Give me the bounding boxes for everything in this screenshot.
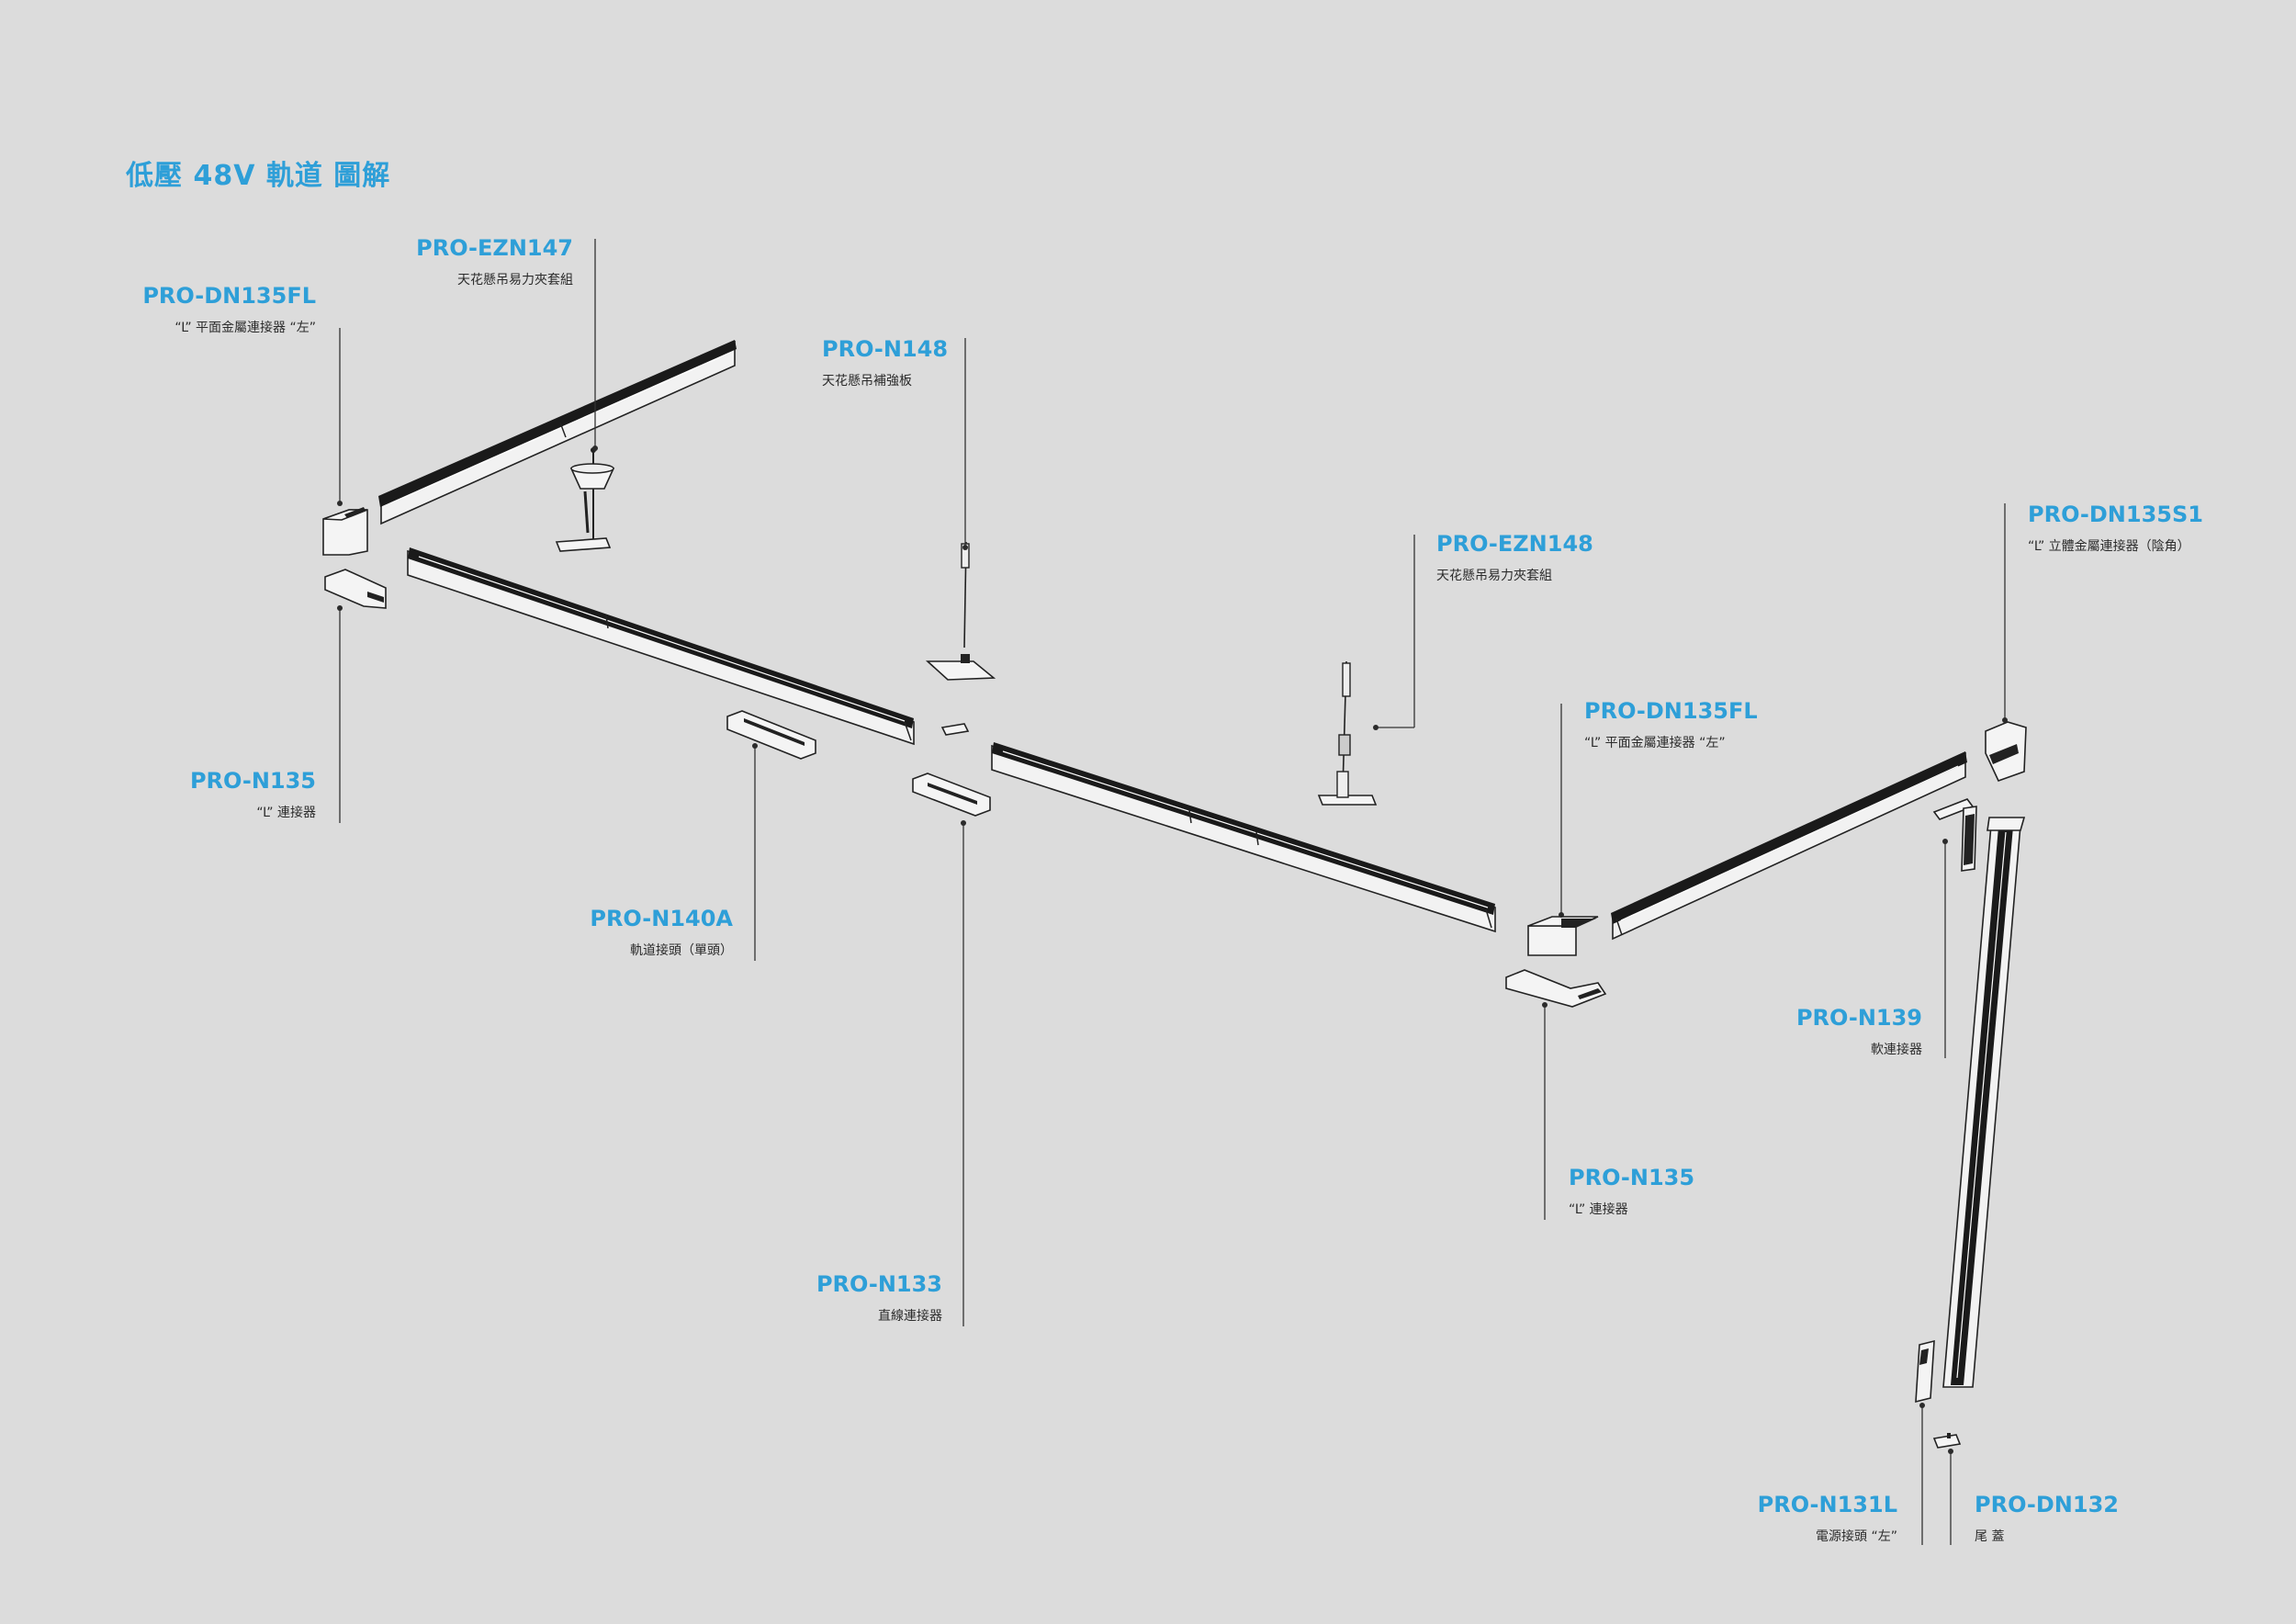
part-code: PRO-DN135FL (142, 283, 316, 309)
part-code: PRO-N135 (1569, 1165, 1695, 1190)
suspension-kit-ezn147 (555, 447, 615, 552)
label-pro-n135-right: PRO-N135 “L” 連接器 (1569, 1165, 1694, 1218)
corner-connector-left (322, 507, 368, 556)
rail-right (1611, 751, 1967, 941)
track-joint-n140a (726, 710, 816, 760)
part-code: PRO-DN132 (1975, 1492, 2119, 1517)
straight-connector-n133 (912, 773, 991, 817)
label-pro-dn132: PRO-DN132 尾 蓋 (1975, 1492, 2119, 1545)
part-desc: “L” 連接器 (256, 806, 316, 820)
part-code: PRO-N131L (1757, 1492, 1897, 1517)
leader-lines (337, 239, 2008, 1545)
label-pro-dn135fl-right: PRO-DN135FL “L” 平面金屬連接器 “左” (1584, 698, 1758, 751)
part-code: PRO-N139 (1795, 1005, 1922, 1031)
reinforcement-plate-n148 (925, 541, 996, 681)
label-pro-ezn148: PRO-EZN148 天花懸吊易力夾套組 (1436, 531, 1593, 584)
label-pro-n139: PRO-N139 軟連接器 (1796, 1005, 1922, 1058)
end-cap-dn132 (1932, 1433, 1962, 1449)
part-desc: 直線連接器 (878, 1309, 942, 1324)
part-code: PRO-EZN148 (1436, 531, 1593, 557)
part-desc: “L” 連接器 (1569, 1202, 1628, 1217)
part-code: PRO-EZN147 (416, 235, 573, 261)
label-pro-dn135s1: PRO-DN135S1 “L” 立體金屬連接器（陰角） (2028, 502, 2203, 555)
part-desc: 天花懸吊易力夾套組 (457, 273, 573, 288)
corner-connector-right (1527, 916, 1599, 956)
label-pro-ezn147: PRO-EZN147 天花懸吊易力夾套組 (416, 235, 573, 288)
label-pro-n140a: PRO-N140A 軌道接頭（單頭） (590, 906, 733, 959)
rail-long-left (407, 547, 915, 746)
rail-top-left (378, 340, 737, 525)
label-pro-dn135fl-left: PRO-DN135FL “L” 平面金屬連接器 “左” (142, 283, 316, 336)
flex-connector-n139 (1932, 798, 1977, 872)
part-desc: “L” 平面金屬連接器 “左” (174, 321, 316, 335)
part-code: PRO-N140A (590, 906, 733, 931)
part-code: PRO-N135 (189, 768, 316, 794)
part-desc: “L” 平面金屬連接器 “左” (1584, 736, 1726, 750)
part-desc: 尾 蓋 (1975, 1529, 2005, 1544)
part-desc: 天花懸吊易力夾套組 (1436, 569, 1552, 583)
part-code: PRO-DN135S1 (2028, 502, 2203, 527)
suspension-kit-ezn148 (1317, 660, 1378, 806)
page-title: 低壓 48V 軌道 圖解 (126, 160, 391, 192)
l-connector-left (324, 569, 387, 609)
l-connector-right (1505, 969, 1607, 1008)
label-pro-n131l: PRO-N131L 電源接頭 “左” (1758, 1492, 1897, 1545)
part-code: PRO-N133 (816, 1271, 942, 1297)
label-pro-n148: PRO-N148 天花懸吊補強板 (822, 336, 948, 389)
joint-plate (940, 723, 970, 736)
part-desc: 天花懸吊補強板 (822, 374, 912, 389)
power-connector-n131l (1915, 1339, 1935, 1404)
part-desc: 電源接頭 “左” (1816, 1529, 1897, 1544)
label-pro-n135-left: PRO-N135 “L” 連接器 (190, 768, 316, 821)
rail-long-middle (991, 742, 1496, 933)
part-desc: 軟連接器 (1871, 1043, 1922, 1057)
rail-vertical (1942, 817, 2026, 1388)
part-code: PRO-DN135FL (1584, 698, 1758, 724)
part-code: PRO-N148 (822, 336, 949, 362)
part-desc: “L” 立體金屬連接器（陰角） (2028, 539, 2190, 554)
part-desc: 軌道接頭（單頭） (630, 943, 733, 958)
label-pro-n133: PRO-N133 直線連接器 (816, 1271, 942, 1325)
vertical-connector-dn135s1 (1985, 721, 2027, 782)
